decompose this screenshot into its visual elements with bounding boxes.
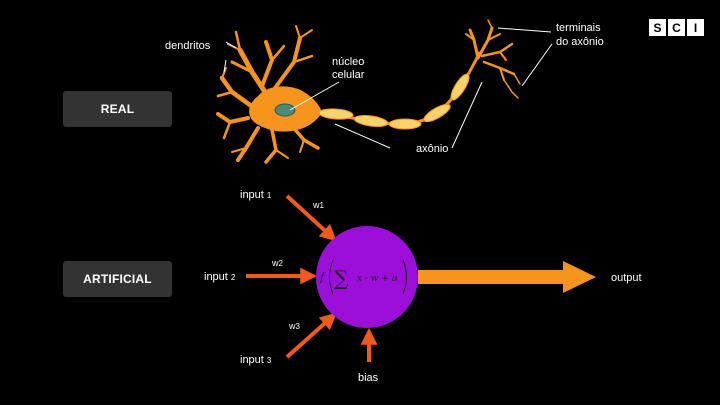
bias-label: bias bbox=[358, 372, 379, 384]
w2-text: w bbox=[271, 258, 279, 268]
artificial-label: ARTIFICIAL bbox=[63, 261, 172, 297]
input2-text: input bbox=[204, 271, 228, 283]
formula-f: f bbox=[319, 271, 326, 284]
myelin-sheath bbox=[318, 73, 470, 130]
input1-arrow bbox=[285, 194, 337, 242]
dendrites bbox=[216, 25, 320, 164]
input1-text: input bbox=[240, 189, 264, 201]
terminals-label-line1: terminais bbox=[556, 22, 601, 34]
w2-label: w2 bbox=[271, 258, 284, 268]
terminals-label-line2: do axônio bbox=[556, 36, 604, 48]
perceptron-node bbox=[316, 226, 418, 328]
w1-text: w bbox=[312, 200, 320, 210]
output-label: output bbox=[611, 272, 642, 284]
logo-letter-i: I bbox=[687, 19, 704, 36]
formula-body: x · w + b bbox=[357, 274, 398, 284]
w3-subscript: 3 bbox=[296, 322, 301, 331]
biological-neuron: dendritos núcleo celular axônio terminai… bbox=[165, 19, 604, 164]
output-arrow-head bbox=[563, 261, 596, 293]
w3-label: w3 bbox=[288, 321, 301, 331]
w3-text: w bbox=[288, 321, 296, 331]
input3-subscript: 3 bbox=[267, 356, 272, 365]
nucleus bbox=[274, 103, 296, 117]
formula-left-paren bbox=[329, 259, 334, 295]
logo-letter-c: C bbox=[668, 19, 685, 36]
dendrites-label: dendritos bbox=[165, 40, 211, 52]
callout-lines bbox=[223, 27, 553, 149]
sci-logo: S C I bbox=[649, 19, 704, 36]
output-arrow-shaft bbox=[418, 270, 566, 284]
nucleus-label-line1: núcleo bbox=[332, 56, 364, 68]
input3-text: input bbox=[240, 354, 264, 366]
w1-label: w1 bbox=[312, 200, 325, 210]
nucleus-label-line2: celular bbox=[332, 69, 365, 81]
axon-terminals bbox=[465, 19, 521, 99]
formula-sigma: ∑ bbox=[334, 266, 349, 290]
w1-subscript: 1 bbox=[320, 201, 325, 210]
input2-subscript: 2 bbox=[231, 273, 236, 282]
axon-label: axônio bbox=[416, 143, 448, 155]
activation-formula: f ∑ x · w + b bbox=[319, 259, 407, 295]
input1-subscript: 1 bbox=[267, 191, 272, 200]
logo-letter-s: S bbox=[649, 19, 666, 36]
formula-right-paren bbox=[402, 259, 407, 295]
input3-arrow bbox=[285, 312, 337, 359]
real-label: REAL bbox=[63, 91, 172, 127]
w2-subscript: 2 bbox=[279, 259, 284, 268]
